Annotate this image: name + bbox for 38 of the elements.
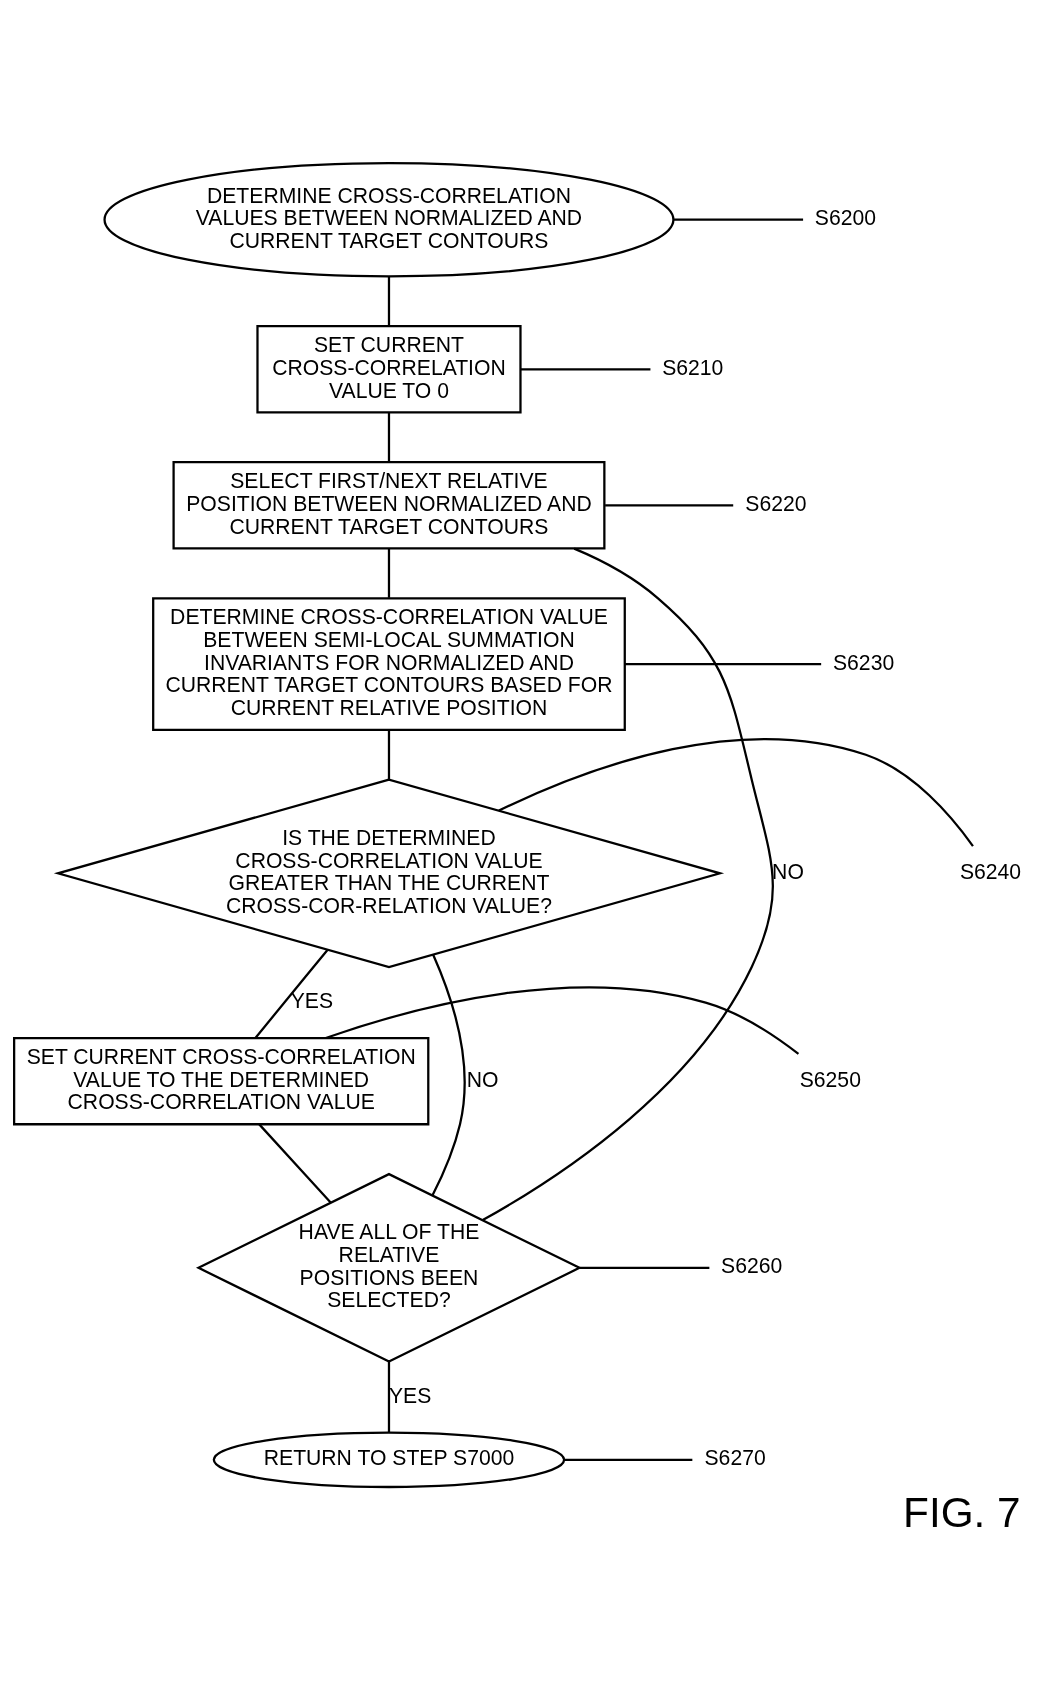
connector: [520, 367, 651, 370]
edge-label: YES: [388, 1383, 432, 1407]
node-ellipse: DETERMINE CROSS-CORRELATION VALUES BETWEEN NORMALIZED AND CURRENT TARGET CONTOURS: [103, 161, 675, 277]
connector: [564, 1458, 693, 1461]
node-diamond: HAVE ALL OF THE RELATIVE POSITIONS BEEN SELECTED?: [195, 1172, 582, 1363]
caption: FIG. 7: [903, 1488, 1021, 1536]
node-box: SELECT FIRST/NEXT RELATIVE POSITION BETWEEN NORMALIZED AND CURRENT TARGET CONTOURS: [172, 460, 606, 550]
node-text: S6260: [721, 1253, 783, 1277]
connector: [624, 662, 822, 665]
node-text: S6210: [662, 355, 724, 379]
node-box: SET CURRENT CROSS-CORRELATION VALUE TO THE DETERMINED CROSS-CORRELATION VALUE: [13, 1036, 430, 1125]
connector: [605, 503, 734, 506]
connector: [431, 953, 466, 1196]
node-text: S6270: [704, 1445, 766, 1469]
edge-label: NO: [466, 1067, 499, 1091]
connector: [387, 1361, 391, 1432]
node-text: S6240: [959, 859, 1022, 883]
connector: [387, 412, 391, 462]
connector: [387, 548, 391, 598]
connector: [258, 1123, 332, 1203]
node-box: SET CURRENT CROSS-CORRELATION VALUE TO 0: [256, 324, 522, 413]
node-text: S6250: [799, 1067, 861, 1091]
connector: [254, 948, 329, 1039]
edge-label: YES: [290, 988, 334, 1012]
node-ellipse: RETURN TO STEP S7000: [212, 1430, 566, 1488]
connector: [482, 547, 774, 1221]
connector: [498, 737, 974, 847]
node-diamond: IS THE DETERMINED CROSS-CORRELATION VALUE GREATER THAN THE CURRENT CROSS-COR-RELATION VALUE?: [53, 777, 725, 968]
connector: [325, 985, 800, 1055]
connector: [673, 218, 804, 221]
node-text: S6200: [814, 205, 877, 229]
edge-label: NO: [772, 859, 804, 883]
connector: [387, 729, 391, 779]
connector: [387, 276, 391, 326]
node-text: S6230: [832, 650, 895, 674]
connector: [579, 1266, 710, 1269]
node-text: S6220: [745, 491, 807, 515]
node-box: DETERMINE CROSS-CORRELATION VALUE BETWEEN SEMI-LOCAL SUMMATION INVARIANTS FOR NORMALIZED AND CURRENT TARGET CONTOURS BASED FOR CURRENT RELATIVE POSITION: [152, 596, 626, 731]
